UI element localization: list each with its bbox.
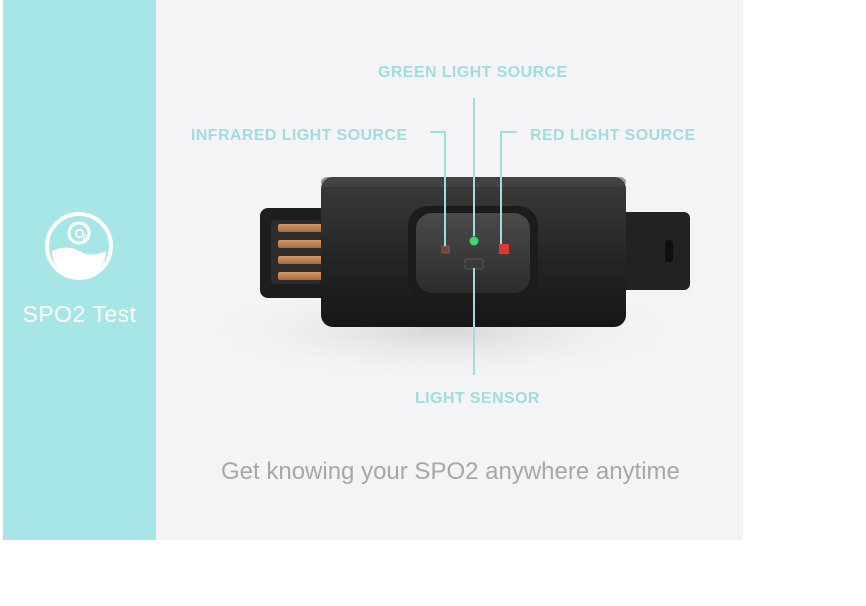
callout-light-sensor: LIGHT SENSOR (415, 390, 540, 407)
o2-icon: O 2 (45, 212, 113, 280)
o2-icon-subscript: 2 (83, 233, 88, 242)
o2-icon-letter: O (75, 226, 85, 241)
strap-tab (618, 212, 690, 290)
tagline: Get knowing your SPO2 anywhere anytime (221, 458, 680, 485)
callout-green-light-source: GREEN LIGHT SOURCE (378, 64, 568, 81)
green-led (469, 236, 479, 246)
product-panel: O 2 SPO2 Test (3, 0, 743, 540)
red-led (499, 244, 509, 254)
sidebar-label: SPO2 Test (22, 301, 137, 327)
infrared-led (441, 245, 450, 254)
callout-infrared-light-source: INFRARED LIGHT SOURCE (191, 127, 408, 144)
callout-red-light-source: RED LIGHT SOURCE (530, 127, 696, 144)
light-sensor (464, 258, 484, 270)
usb-connector (260, 208, 340, 298)
callout-lines (430, 98, 517, 375)
device-illustration (183, 98, 703, 385)
sidebar: O 2 SPO2 Test (3, 0, 156, 540)
